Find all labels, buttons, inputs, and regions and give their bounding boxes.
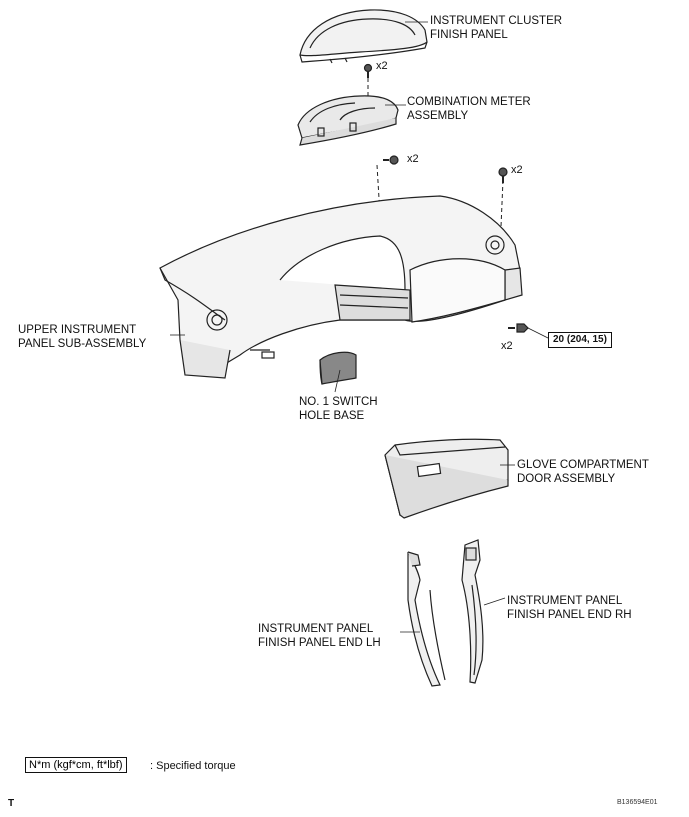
label-line: FINISH PANEL xyxy=(430,29,508,41)
label-line: COMBINATION METER xyxy=(407,96,531,108)
screw-icon xyxy=(363,63,373,78)
label-line: FINISH PANEL END LH xyxy=(258,637,381,649)
label-line: ASSEMBLY xyxy=(407,110,469,122)
bolt-icon xyxy=(383,155,399,165)
label-line: PANEL SUB-ASSEMBLY xyxy=(18,338,147,350)
torque-spec-box: 20 (204, 15) xyxy=(548,332,612,348)
footer-marker: T xyxy=(8,798,15,809)
label-line: INSTRUMENT PANEL xyxy=(507,595,623,607)
leader-lines xyxy=(170,21,515,633)
label-line: NO. 1 SWITCH xyxy=(299,396,378,408)
bolt-icon xyxy=(498,167,508,183)
label-line: INSTRUMENT PANEL xyxy=(258,623,374,635)
finish-panel-end-rh-drawing xyxy=(461,539,484,684)
quantity-label: x2 xyxy=(501,340,513,352)
torque-legend-text: : Specified torque xyxy=(150,760,236,772)
label-line: UPPER INSTRUMENT xyxy=(18,324,137,336)
instrument-cluster-finish-panel-drawing xyxy=(299,9,428,64)
part-label-glove-compartment-door: GLOVE COMPARTMENT DOOR ASSEMBLY xyxy=(517,458,649,486)
torque-legend-box: N*m (kgf*cm, ft*lbf) xyxy=(25,757,127,773)
label-line: HOLE BASE xyxy=(299,410,365,422)
part-label-finish-panel-end-rh: INSTRUMENT PANEL FINISH PANEL END RH xyxy=(507,594,632,622)
part-label-instrument-cluster-finish-panel: INSTRUMENT CLUSTER FINISH PANEL xyxy=(430,14,562,42)
label-line: DOOR ASSEMBLY xyxy=(517,473,616,485)
quantity-label: x2 xyxy=(407,153,419,165)
combination-meter-drawing xyxy=(297,95,399,146)
quantity-label: x2 xyxy=(376,60,388,72)
figure-code: B136594E01 xyxy=(617,799,658,806)
part-label-combination-meter: COMBINATION METER ASSEMBLY xyxy=(407,95,531,123)
part-label-upper-instrument-panel: UPPER INSTRUMENT PANEL SUB-ASSEMBLY xyxy=(18,323,146,351)
finish-panel-end-lh-drawing xyxy=(407,551,446,687)
switch-hole-base-drawing xyxy=(319,351,357,385)
part-label-switch-hole-base: NO. 1 SWITCH HOLE BASE xyxy=(299,395,378,423)
label-line: INSTRUMENT CLUSTER xyxy=(430,15,563,27)
part-label-finish-panel-end-lh: INSTRUMENT PANEL FINISH PANEL END LH xyxy=(258,622,381,650)
label-line: FINISH PANEL END RH xyxy=(507,609,632,621)
quantity-label: x2 xyxy=(511,164,523,176)
label-line: GLOVE COMPARTMENT xyxy=(517,459,649,471)
upper-instrument-panel-drawing xyxy=(159,195,523,379)
bolt-icon xyxy=(516,323,549,339)
glove-compartment-door-drawing xyxy=(384,438,509,519)
